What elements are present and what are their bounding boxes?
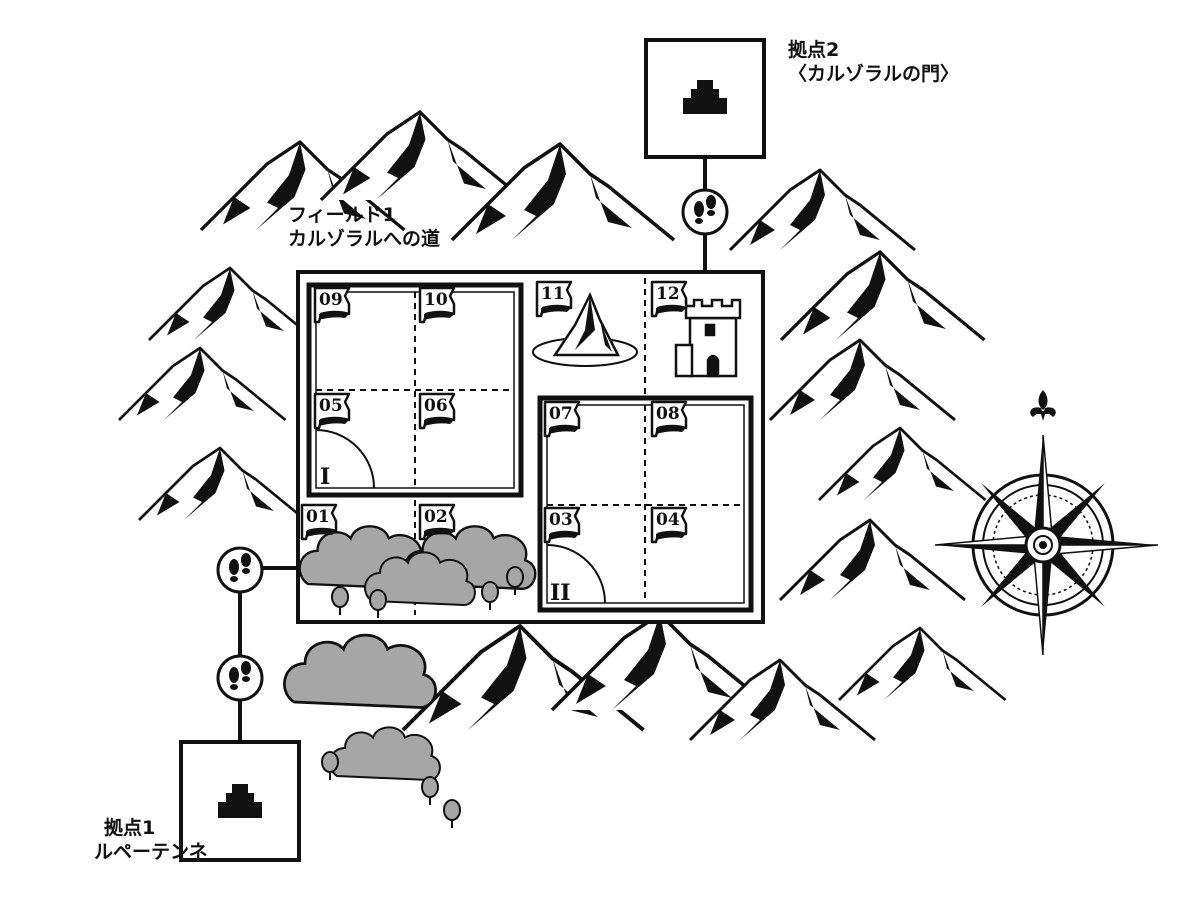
base-2-subtitle: 〈カルゾラルの門〉: [788, 63, 960, 85]
mountain-icon: [779, 250, 987, 342]
mountain-icon: [532, 291, 638, 367]
field-label: フィールド1 カルゾラルへの道: [288, 203, 440, 251]
base-1[interactable]: [179, 740, 301, 862]
compass-rose-icon: [934, 390, 1159, 656]
base-1-name: 拠点1: [104, 817, 156, 839]
footprints-icon[interactable]: [681, 188, 729, 236]
base-2-label: 拠点2 〈カルゾラルの門〉: [788, 38, 959, 86]
tile-08[interactable]: 08: [656, 404, 680, 424]
section-numeral-1: I: [320, 464, 330, 490]
footprints-icon[interactable]: [216, 654, 264, 702]
tile-05[interactable]: 05: [319, 396, 343, 416]
mountain-icon: [728, 168, 917, 252]
mountain-icon: [778, 518, 967, 602]
footprints-icon[interactable]: [216, 546, 264, 594]
tile-12[interactable]: 12: [656, 284, 680, 304]
section-1: [306, 282, 524, 498]
mountain-icon: [817, 426, 987, 502]
tower-icon: [674, 298, 742, 378]
mountain-icon: [137, 446, 307, 522]
mountain-icon: [319, 110, 527, 202]
tile-03[interactable]: 03: [549, 510, 573, 530]
section-numeral-2: II: [550, 580, 571, 606]
base-1-subtitle: ルペーテンネ: [94, 841, 208, 863]
field-name: フィールド1: [288, 204, 396, 226]
tile-01[interactable]: 01: [306, 507, 330, 527]
mountain-icon: [768, 338, 957, 422]
tile-04[interactable]: 04: [656, 510, 680, 530]
mountain-icon: [837, 626, 1007, 702]
base-2-name: 拠点2: [788, 39, 840, 61]
field-subtitle: カルゾラルへの道: [288, 228, 441, 250]
tile-06[interactable]: 06: [424, 396, 448, 416]
mountain-icon: [147, 266, 317, 342]
castle-block-icon: [683, 80, 727, 114]
base-2[interactable]: [644, 38, 766, 159]
section-2: [537, 395, 754, 613]
base-1-label: 拠点1 ルペーテンネ: [94, 816, 208, 864]
tile-10[interactable]: 10: [424, 290, 448, 310]
forest-icon: [283, 633, 461, 829]
mountain-icon: [117, 346, 287, 422]
castle-block-icon: [218, 784, 262, 818]
tile-11[interactable]: 11: [541, 284, 565, 304]
tile-02[interactable]: 02: [424, 507, 448, 527]
tile-07[interactable]: 07: [549, 404, 573, 424]
tile-09[interactable]: 09: [319, 290, 343, 310]
